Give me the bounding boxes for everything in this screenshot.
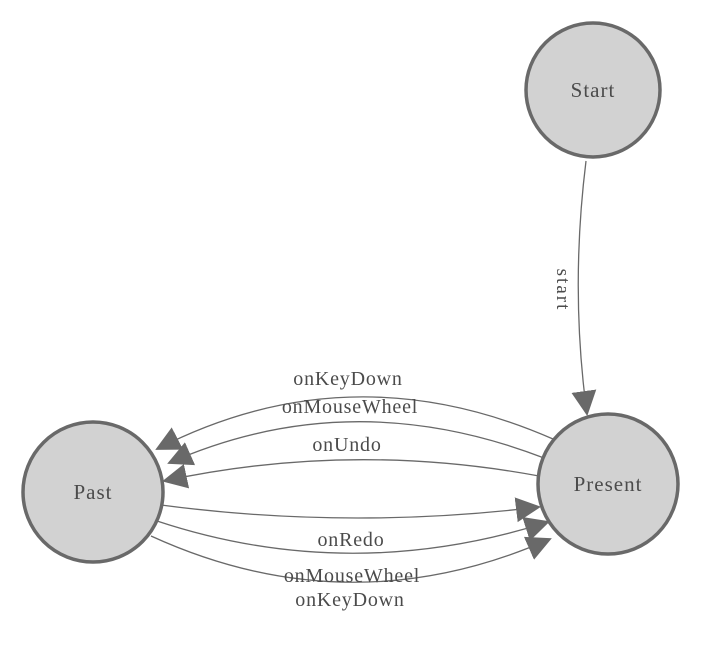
edge-label-onundo: onUndo — [312, 434, 381, 456]
node-past: Past — [21, 420, 165, 564]
node-start: Start — [524, 21, 662, 159]
node-present-label: Present — [574, 472, 643, 496]
edge-label-onkeydown-top: onKeyDown — [293, 368, 402, 390]
node-start-label: Start — [571, 78, 616, 102]
edge-label-onmousewheel-bottom: onMouseWheel — [284, 565, 420, 587]
node-past-circle — [21, 420, 165, 564]
edge-label-onkeydown-bottom: onKeyDown — [295, 589, 404, 611]
edge-past-to-present-onredo — [160, 497, 541, 523]
edge-past-to-present-onkeydown — [150, 535, 552, 583]
node-present-circle — [536, 412, 680, 556]
edge-present-to-past-onkeydown — [155, 396, 554, 450]
edge-past-to-present-onmousewheel — [156, 517, 550, 554]
edge-present-to-past-onmousewheel — [167, 421, 545, 466]
edge-label-start: start — [552, 269, 573, 312]
edge-label-onmousewheel-top: onMouseWheel — [282, 396, 418, 418]
node-past-label: Past — [73, 480, 112, 504]
edge-start-to-present — [571, 160, 597, 416]
edge-label-onredo: onRedo — [317, 529, 384, 551]
node-start-circle — [524, 21, 662, 159]
edge-present-to-past-onundo — [162, 459, 540, 489]
node-present: Present — [536, 412, 680, 556]
